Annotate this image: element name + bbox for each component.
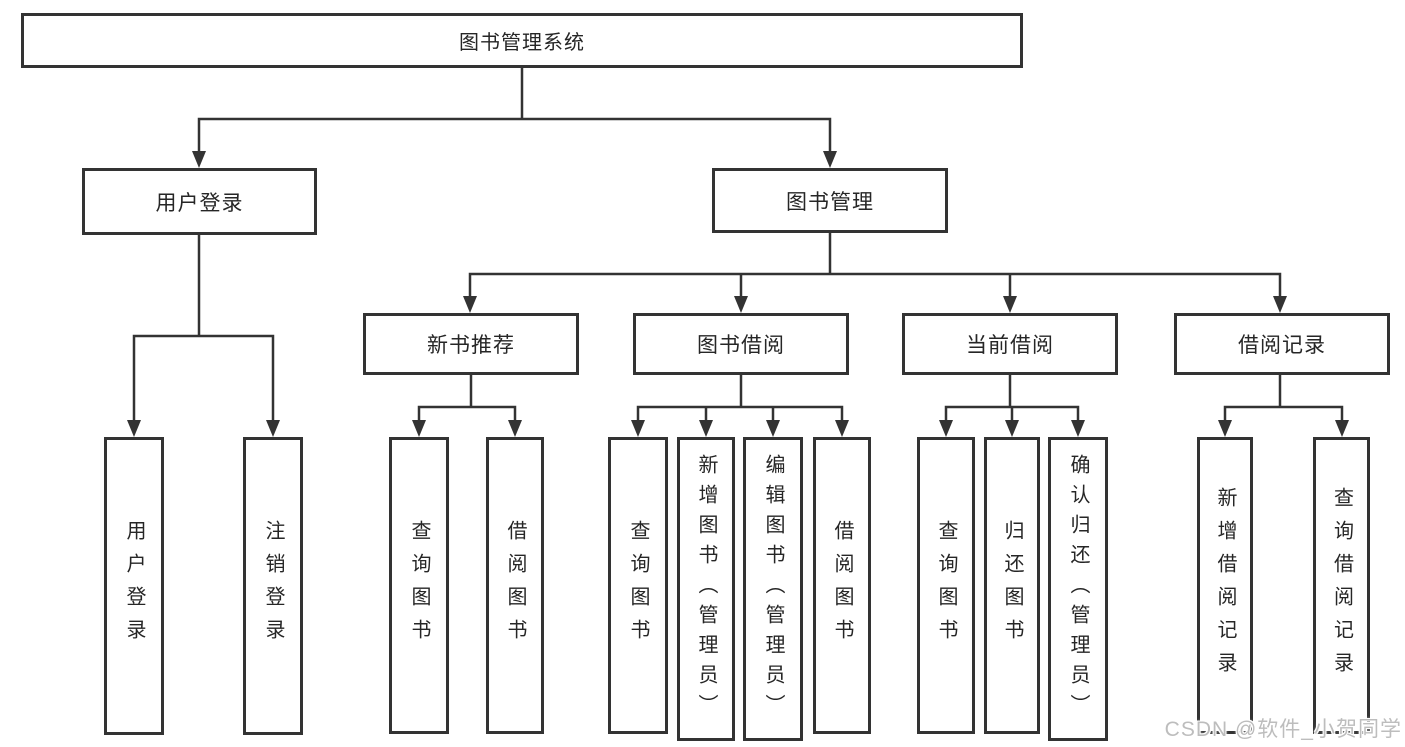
node-label: 借阅记录 bbox=[1238, 334, 1326, 357]
arrow-down-icon bbox=[1218, 420, 1232, 437]
node-label: 当前借阅 bbox=[966, 334, 1054, 357]
node-book-management: 图书管理 bbox=[712, 168, 948, 233]
node-label: 图书借阅 bbox=[697, 334, 785, 357]
node-book-borrowing: 图书借阅 bbox=[633, 313, 849, 375]
arrow-down-icon bbox=[1005, 420, 1019, 437]
arrow-down-icon bbox=[939, 420, 953, 437]
arrow-down-icon bbox=[508, 420, 522, 437]
leaf-query-books-borrowing: 查询图书 bbox=[608, 437, 668, 734]
leaf-add-borrow-record: 新增借阅记录 bbox=[1197, 437, 1253, 734]
arrow-down-icon bbox=[823, 151, 837, 168]
connector-path bbox=[197, 117, 832, 158]
node-label: 用户登录 bbox=[155, 191, 244, 215]
arrow-down-icon bbox=[734, 296, 748, 313]
leaf-label: 注销登录 bbox=[262, 520, 284, 652]
leaf-logout: 注销登录 bbox=[243, 437, 303, 735]
arrow-down-icon bbox=[835, 420, 849, 437]
node-book-management-system: 图书管理系统 bbox=[21, 13, 1023, 68]
connector-path bbox=[132, 334, 275, 428]
leaf-label: 查询借阅记录 bbox=[1330, 486, 1353, 685]
arrow-down-icon bbox=[631, 420, 645, 437]
csdn-watermark: CSDN @软件_小贺同学 bbox=[1164, 718, 1402, 741]
arrow-down-icon bbox=[463, 296, 477, 313]
leaf-label: 用户登录 bbox=[123, 520, 145, 652]
leaf-return-books: 归还图书 bbox=[984, 437, 1040, 734]
connector-path bbox=[1223, 405, 1344, 428]
arrow-down-icon bbox=[1071, 420, 1085, 437]
leaf-label: 查询图书 bbox=[408, 519, 430, 652]
leaf-query-books-recommend: 查询图书 bbox=[389, 437, 449, 734]
connector-path bbox=[468, 272, 1282, 303]
leaf-query-borrow-record: 查询借阅记录 bbox=[1313, 437, 1370, 734]
arrow-down-icon bbox=[266, 420, 280, 437]
arrow-down-icon bbox=[1003, 296, 1017, 313]
leaf-query-books-current: 查询图书 bbox=[917, 437, 975, 734]
leaf-label: 新增图书（管理员） bbox=[695, 454, 717, 724]
leaf-label: 借阅图书 bbox=[504, 519, 526, 652]
connector-path bbox=[636, 405, 844, 428]
node-label: 新书推荐 bbox=[427, 334, 515, 357]
leaf-edit-books-admin: 编辑图书（管理员） bbox=[743, 437, 803, 741]
leaf-confirm-return-admin: 确认归还（管理员） bbox=[1048, 437, 1108, 741]
leaf-label: 借阅图书 bbox=[831, 519, 853, 652]
leaf-label: 确认归还（管理员） bbox=[1067, 454, 1089, 724]
node-label: 图书管理 bbox=[786, 190, 874, 214]
node-new-book-recommend: 新书推荐 bbox=[363, 313, 579, 375]
leaf-borrow-books-recommend: 借阅图书 bbox=[486, 437, 544, 734]
arrow-down-icon bbox=[127, 420, 141, 437]
connector-path bbox=[417, 405, 517, 428]
arrow-down-icon bbox=[412, 420, 426, 437]
leaf-label: 编辑图书（管理员） bbox=[762, 454, 784, 724]
arrow-down-icon bbox=[192, 151, 206, 168]
arrowheads bbox=[127, 151, 1349, 437]
node-label: 图书管理系统 bbox=[459, 32, 585, 54]
leaf-label: 查询图书 bbox=[935, 519, 957, 652]
node-user-login: 用户登录 bbox=[82, 168, 317, 235]
arrow-down-icon bbox=[766, 420, 780, 437]
leaf-borrow-books-borrowing: 借阅图书 bbox=[813, 437, 871, 734]
node-current-borrowing: 当前借阅 bbox=[902, 313, 1118, 375]
leaf-label: 归还图书 bbox=[1001, 519, 1023, 652]
arrow-down-icon bbox=[1273, 296, 1287, 313]
arrow-down-icon bbox=[699, 420, 713, 437]
arrow-down-icon bbox=[1335, 420, 1349, 437]
node-borrowing-records: 借阅记录 bbox=[1174, 313, 1390, 375]
leaf-add-books-admin: 新增图书（管理员） bbox=[677, 437, 735, 741]
leaf-label: 查询图书 bbox=[627, 519, 649, 652]
leaf-user-login: 用户登录 bbox=[104, 437, 164, 735]
leaf-label: 新增借阅记录 bbox=[1214, 486, 1236, 685]
